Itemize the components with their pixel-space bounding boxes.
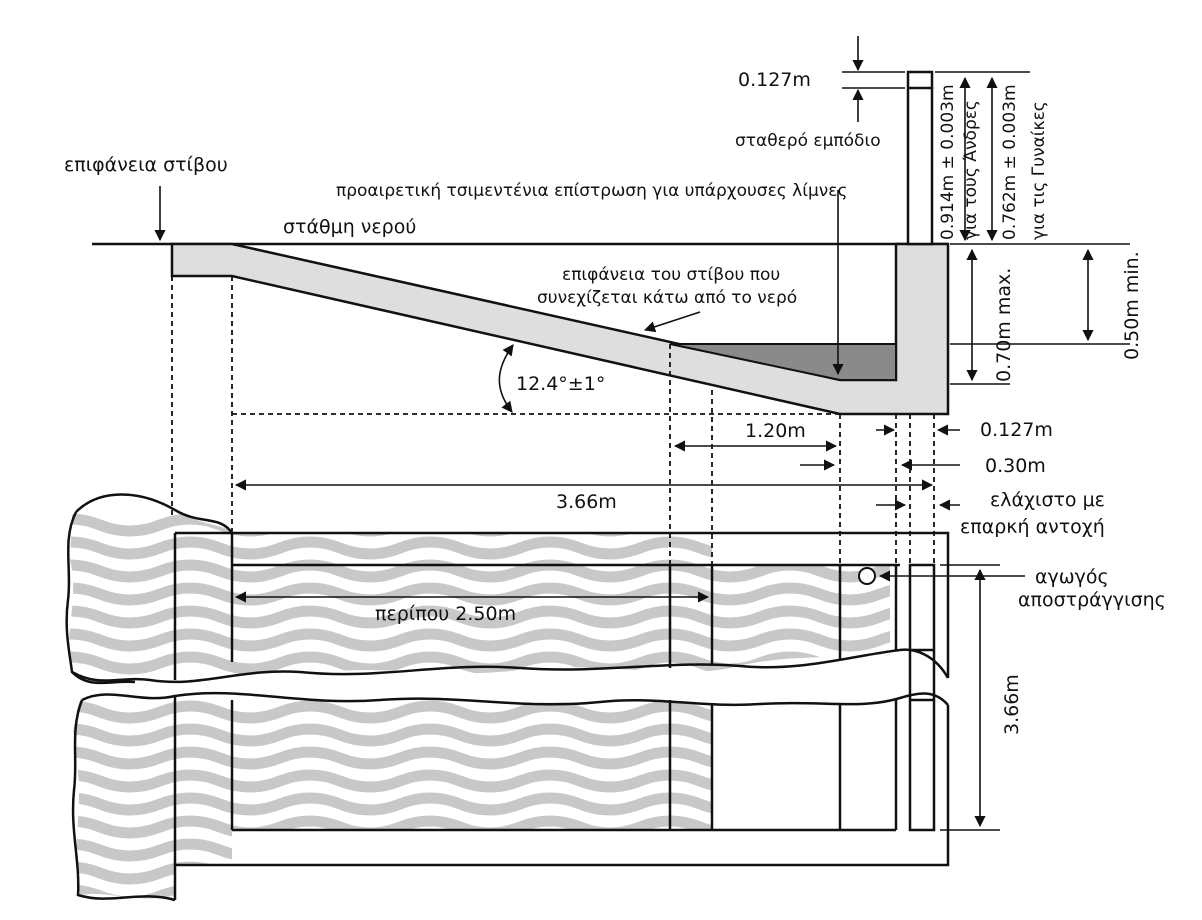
label-dim-120: 1.20m <box>745 420 806 442</box>
label-dim-030: 0.30m <box>985 455 1046 477</box>
label-water-level: στάθμη νερού <box>283 216 416 238</box>
section-view <box>92 70 950 416</box>
label-dim-0127: 0.127m <box>980 419 1053 441</box>
label-drain-2: αποστράγγισης <box>1018 589 1166 611</box>
label-min-grip-1: ελάχιστο με <box>990 489 1105 511</box>
label-surface-under-water-2: συνεχίζεται κάτω από το νερό <box>537 288 797 308</box>
label-surface-under-water-1: επιφάνεια του στίβου που <box>562 265 780 285</box>
label-men-height: 0.914m ± 0.003m <box>938 84 958 240</box>
dimension-arrows <box>154 36 1130 831</box>
label-women-height: 0.762m ± 0.003m <box>1000 84 1020 240</box>
label-fixed-barrier: σταθερό εμπόδιο <box>735 131 881 151</box>
label-track-surface: επιφάνεια στίβου <box>64 154 228 176</box>
wave-stripes-lower <box>73 700 713 899</box>
label-drain-1: αγωγός <box>1035 566 1109 588</box>
label-min-grip-2: επαρκή αντοχή <box>960 516 1105 538</box>
label-dim-366-v: 3.66m <box>1001 674 1023 735</box>
label-bar-thickness: 0.127m <box>738 69 811 91</box>
label-dim-366-h: 3.66m <box>556 491 617 513</box>
text-labels: επιφάνεια στίβου στάθμη νερού 0.127m στα… <box>64 69 1166 735</box>
label-women: για τις Γυναίκες <box>1029 101 1049 240</box>
label-max-depth: 0.70m max. <box>993 268 1015 382</box>
label-min-depth: 0.50m min. <box>1121 251 1143 360</box>
label-optional-concrete: προαιρετική τσιμεντένια επίστρωση για υπ… <box>336 181 847 201</box>
label-angle: 12.4°±1° <box>516 373 605 395</box>
label-approx-250: περίπου 2.50m <box>375 603 516 625</box>
plan-view <box>65 493 950 902</box>
label-men: για τους Άνδρες <box>961 100 981 240</box>
